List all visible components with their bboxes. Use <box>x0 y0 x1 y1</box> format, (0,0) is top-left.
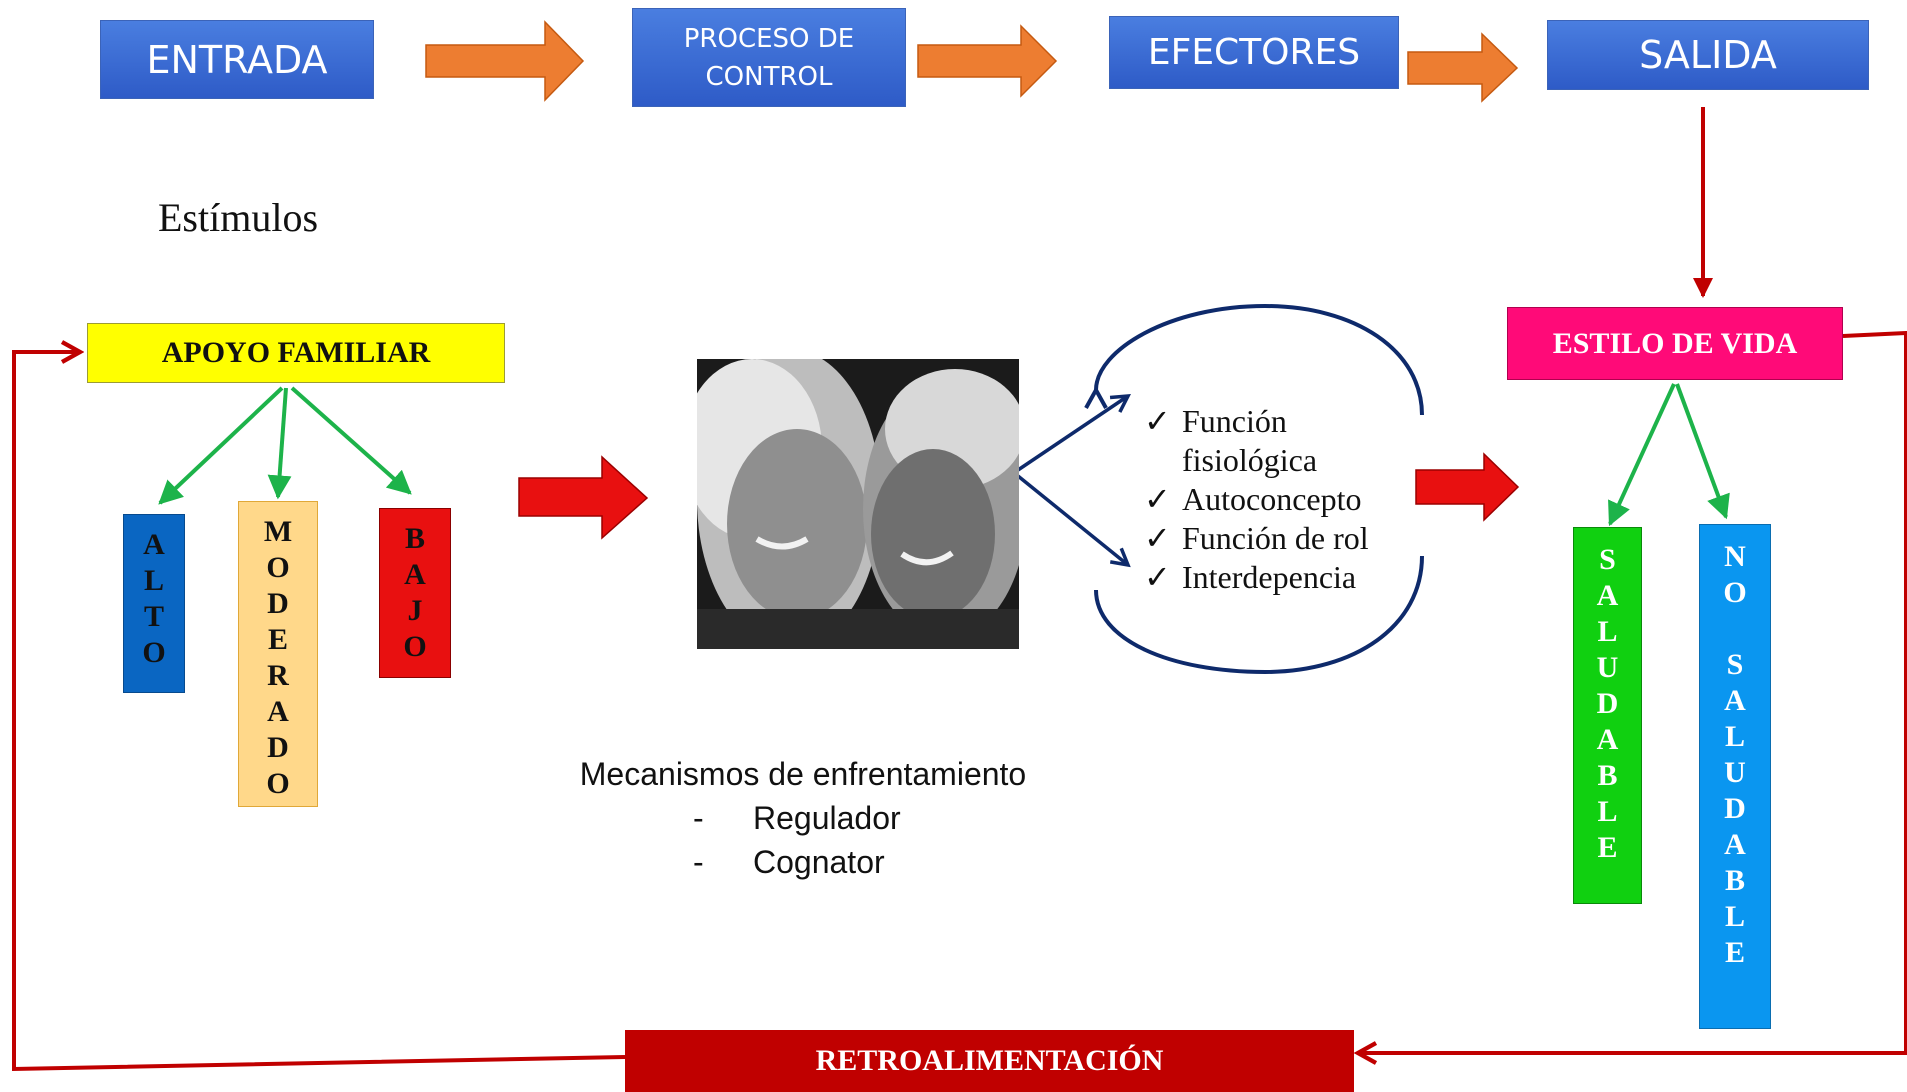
mecanismos-title: Mecanismos de enfrentamiento <box>579 756 1027 792</box>
mecanismo-bullet: - <box>693 844 704 880</box>
arrow-modos-estilo <box>1415 452 1520 522</box>
feedback-loop-left <box>12 352 626 1072</box>
modo-item-line: Función <box>1182 403 1287 439</box>
saludable-letter: B <box>1597 759 1618 792</box>
alto-letter: A <box>143 528 165 561</box>
retroalimentacion-box: RETROALIMENTACIÓN <box>625 1030 1354 1092</box>
modo-item-line: fisiológica <box>1182 442 1318 478</box>
bajo-letter: A <box>404 558 426 591</box>
no-saludable-letter: N <box>1724 540 1746 573</box>
moderado-letter: A <box>267 695 289 728</box>
check-icon: ✓ <box>1144 559 1171 595</box>
modo-item-label: Interdepencia <box>1182 558 1356 597</box>
check-icon: ✓ <box>1144 481 1171 517</box>
efectores-box: EFECTORES <box>1109 16 1399 89</box>
photo-faces-icon <box>697 359 1019 649</box>
modo-item-line: Interdepencia <box>1182 559 1357 595</box>
arrow-apoyo-bajo <box>290 386 412 495</box>
modo-item-line: Función de rol <box>1182 520 1369 556</box>
saludable-letter: A <box>1596 579 1619 612</box>
no-saludable-letter: L <box>1724 900 1745 933</box>
bajo-letter: O <box>403 630 427 663</box>
alto-letter: L <box>143 564 164 597</box>
saludable-letter: L <box>1597 795 1618 828</box>
proceso-line2: CONTROL <box>705 61 833 92</box>
estimulos-label: Estímulos <box>158 195 319 240</box>
proceso-control-box: PROCESO DE CONTROL <box>632 8 906 107</box>
salida-box: SALIDA <box>1547 20 1869 90</box>
saludable-letter: U <box>1596 651 1619 684</box>
saludable-letter: S <box>1599 543 1616 576</box>
entrada-box: ENTRADA <box>100 20 374 99</box>
arrow-apoyo-alto <box>158 386 284 505</box>
modo-item-line: Autoconcepto <box>1182 481 1362 517</box>
modo-item: ✓ Función de rol <box>1144 519 1414 558</box>
mecanismo-bullet: - <box>693 800 704 836</box>
no-saludable-letter: L <box>1724 720 1745 753</box>
mecanismo-regulador-label: Regulador <box>753 800 901 836</box>
no-saludable-letter: B <box>1724 864 1745 897</box>
saludable-letter: E <box>1597 831 1618 864</box>
cycle-arc-top <box>1096 303 1424 416</box>
arrow-estilo-saludable <box>1608 383 1676 527</box>
no-saludable-letter: O <box>1723 576 1747 609</box>
mecanismos-block: Mecanismos de enfrentamiento - Regulador… <box>540 752 1066 884</box>
proceso-line1: PROCESO DE <box>683 23 855 54</box>
modo-item-label: Función de rol <box>1182 519 1369 558</box>
modo-item: ✓ Interdepencia <box>1144 558 1414 597</box>
mecanismo-item-cognator: - Cognator <box>540 840 1066 884</box>
arrow-proceso-efectores <box>917 24 1058 98</box>
saludable-letter: L <box>1597 615 1618 648</box>
bajo-letter: J <box>407 594 423 627</box>
moderado-letter: D <box>267 731 289 764</box>
no-saludable-letter: A <box>1724 684 1746 717</box>
feedback-loop-right <box>1358 330 1907 1053</box>
estilo-de-vida-box: ESTILO DE VIDA <box>1507 307 1843 380</box>
no-saludable-letter: S <box>1726 648 1744 681</box>
arrow-estilo-no-saludable <box>1675 383 1730 520</box>
mecanismo-item-regulador: - Regulador <box>540 796 1066 840</box>
alto-letter: O <box>142 636 166 669</box>
alto-letter: T <box>143 600 164 633</box>
moderado-letter: M <box>263 515 293 548</box>
saludable-letter: A <box>1596 723 1619 756</box>
arrow-apoyo-photo <box>518 455 649 540</box>
arrow-entrada-proceso <box>425 20 585 102</box>
check-icon: ✓ <box>1144 520 1171 556</box>
moderado-letter: R <box>267 659 289 692</box>
moderado-letter: D <box>267 587 289 620</box>
arrow-efectores-salida <box>1407 32 1519 103</box>
no-saludable-letter: A <box>1724 828 1746 861</box>
moderado-letter: E <box>267 623 288 656</box>
bajo-letter: B <box>404 522 425 555</box>
check-icon: ✓ <box>1144 403 1171 439</box>
saludable-letter: D <box>1596 687 1619 720</box>
moderado-letter: O <box>266 767 290 800</box>
cycle-arc-bottom <box>1094 555 1424 675</box>
no-saludable-letter: E <box>1724 936 1745 969</box>
moderado-letter: O <box>266 551 290 584</box>
apoyo-familiar-box: APOYO FAMILIAR <box>87 323 505 383</box>
arrow-photo-modos-top <box>1017 396 1128 472</box>
arrow-apoyo-moderado <box>267 387 292 500</box>
arrow-photo-modos-bottom <box>1016 474 1128 565</box>
modo-item-label: Autoconcepto <box>1182 480 1362 519</box>
elderly-couple-photo <box>697 359 1019 649</box>
no-saludable-letter: D <box>1724 792 1746 825</box>
mecanismo-cognator-label: Cognator <box>753 844 885 880</box>
modo-item: ✓ Autoconcepto <box>1144 480 1414 519</box>
no-saludable-letter: U <box>1724 756 1746 789</box>
